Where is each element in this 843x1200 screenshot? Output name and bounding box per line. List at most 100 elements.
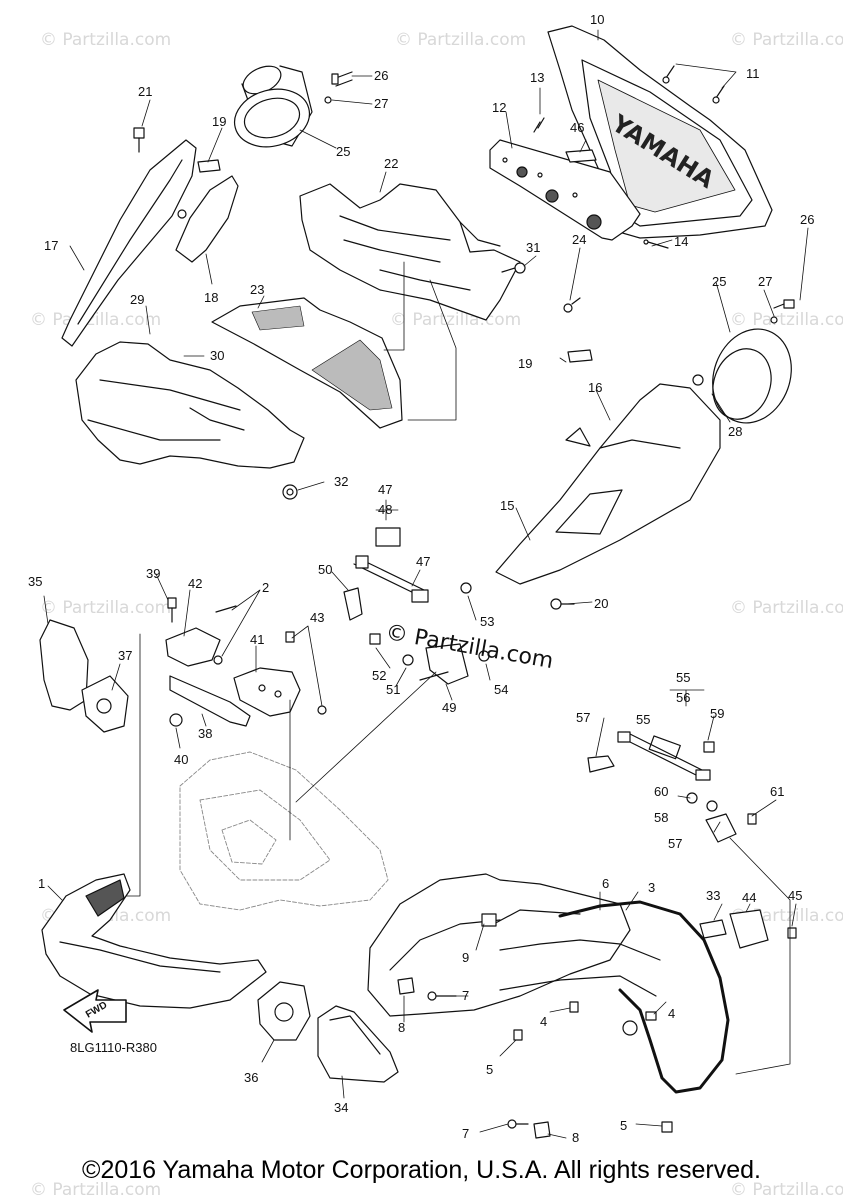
callout-57: 57 xyxy=(576,710,590,725)
part-42-bracket[interactable] xyxy=(165,627,221,667)
part-35-cover[interactable] xyxy=(39,619,89,711)
callout-18: 18 xyxy=(204,290,218,305)
callout-24: 24 xyxy=(572,232,586,247)
callout-36: 36 xyxy=(244,1070,258,1085)
part-39-bolt[interactable] xyxy=(167,597,177,623)
part-3-main-stay[interactable] xyxy=(499,900,730,1094)
part-19-pad[interactable] xyxy=(197,159,221,173)
part-26-bolt[interactable] xyxy=(331,71,353,87)
callout-27: 27 xyxy=(374,96,388,111)
part-8-clip[interactable] xyxy=(397,977,415,995)
callout-51: 51 xyxy=(386,682,400,697)
part-18-inner-panel[interactable] xyxy=(175,175,239,263)
part-17-side-panel[interactable] xyxy=(61,139,197,347)
callout-7: 7 xyxy=(462,988,469,1003)
part-28-nut[interactable] xyxy=(692,374,704,386)
part-16-side-cowl[interactable] xyxy=(495,383,721,585)
part-32-nut[interactable] xyxy=(282,484,298,500)
part-48-boot[interactable] xyxy=(375,527,401,547)
part-5-bolt[interactable] xyxy=(661,1121,673,1133)
part-46-label[interactable] xyxy=(565,149,597,163)
callout-8: 8 xyxy=(398,1020,405,1035)
part-23-mesh-panel[interactable] xyxy=(211,297,403,429)
part-1-front-cowl[interactable] xyxy=(41,873,267,1009)
callout-34: 34 xyxy=(334,1100,348,1115)
callout-7: 7 xyxy=(462,1126,469,1141)
part-27-washer[interactable] xyxy=(324,96,332,104)
part-40-nut[interactable] xyxy=(169,713,183,727)
part-27-washer[interactable] xyxy=(770,316,778,324)
part-31-bolt[interactable] xyxy=(501,262,526,274)
watermark: © Partzilla.com xyxy=(30,310,162,330)
part-45-bolt[interactable] xyxy=(787,927,797,939)
part-12-bracket[interactable] xyxy=(489,139,641,241)
part-8-clip[interactable] xyxy=(533,1121,551,1139)
part-60-washer[interactable] xyxy=(686,792,698,804)
callout-19: 19 xyxy=(518,356,532,371)
callout-59: 59 xyxy=(710,706,724,721)
part-9-damper[interactable] xyxy=(481,913,497,927)
part-4-bolt[interactable] xyxy=(645,1011,657,1021)
part-61-bolt[interactable] xyxy=(747,813,757,825)
part-41-bracket[interactable] xyxy=(233,667,301,717)
callout-28: 28 xyxy=(728,424,742,439)
watermark: © Partzilla.com xyxy=(30,1180,162,1200)
part-26-bolt[interactable] xyxy=(773,299,795,309)
part-4-bolt[interactable] xyxy=(569,1001,579,1013)
callout-41: 41 xyxy=(250,632,264,647)
part-24-rivet[interactable] xyxy=(563,297,581,313)
part-53-nut[interactable] xyxy=(460,582,472,594)
part-20-bolt[interactable] xyxy=(550,598,575,610)
part-37-bracket[interactable] xyxy=(81,675,129,733)
part-21-bolt[interactable] xyxy=(133,127,145,153)
part-58-nut[interactable] xyxy=(706,800,718,812)
callout-37: 37 xyxy=(118,648,132,663)
callout-1: 1 xyxy=(38,876,45,891)
part-57-bracket[interactable] xyxy=(705,813,737,843)
part-10-upper-cowling[interactable]: YAMAHA xyxy=(547,25,773,239)
callout-5: 5 xyxy=(486,1062,493,1077)
part-25-duct-ring[interactable] xyxy=(228,61,316,155)
part-52-bolt[interactable] xyxy=(369,633,381,645)
part-14-clip[interactable] xyxy=(643,239,669,249)
part-49-bracket[interactable] xyxy=(419,643,469,685)
callout-12: 12 xyxy=(492,100,506,115)
part-5-bolt[interactable] xyxy=(513,1029,523,1041)
callout-35: 35 xyxy=(28,574,42,589)
part-2-bolt[interactable] xyxy=(213,605,237,665)
callout-3: 3 xyxy=(648,880,655,895)
callout-42: 42 xyxy=(188,576,202,591)
part-51-nut[interactable] xyxy=(402,654,414,666)
part-59-bolt[interactable] xyxy=(703,741,715,753)
callout-4: 4 xyxy=(668,1006,675,1021)
part-34-cover[interactable] xyxy=(317,1005,399,1083)
part-6-inner-panel[interactable] xyxy=(367,873,631,1017)
diagram-code: 8LG1110-R380 xyxy=(70,1040,157,1055)
part-30-air-duct[interactable] xyxy=(75,341,305,469)
part-44-bracket[interactable] xyxy=(729,909,769,949)
watermark: © Partzilla.com xyxy=(730,1180,843,1200)
part-36-cover[interactable] xyxy=(257,981,311,1041)
callout-25: 25 xyxy=(336,144,350,159)
part-33-pad[interactable] xyxy=(699,919,727,939)
watermark: © Partzilla.com xyxy=(395,30,527,50)
part-50-bracket[interactable] xyxy=(343,587,363,621)
part-56-boot[interactable] xyxy=(648,735,681,760)
callout-46: 46 xyxy=(570,120,584,135)
callout-30: 30 xyxy=(210,348,224,363)
part-25-duct-cover[interactable] xyxy=(700,318,804,434)
part-38-stay[interactable] xyxy=(169,675,251,727)
part-55-damper[interactable] xyxy=(617,731,711,781)
callout-25: 25 xyxy=(712,274,726,289)
part-54-nut[interactable] xyxy=(478,650,490,662)
callout-29: 29 xyxy=(130,292,144,307)
part-7-screw[interactable] xyxy=(507,1119,529,1129)
callout-4: 4 xyxy=(540,1014,547,1029)
part-19-pad[interactable] xyxy=(567,349,593,363)
part-57-bracket[interactable] xyxy=(587,755,615,773)
callout-17: 17 xyxy=(44,238,58,253)
part-13-clip[interactable] xyxy=(533,117,545,133)
callout-38: 38 xyxy=(198,726,212,741)
part-11-screw[interactable] xyxy=(662,65,725,104)
part-22-inner-panel[interactable] xyxy=(299,183,521,321)
